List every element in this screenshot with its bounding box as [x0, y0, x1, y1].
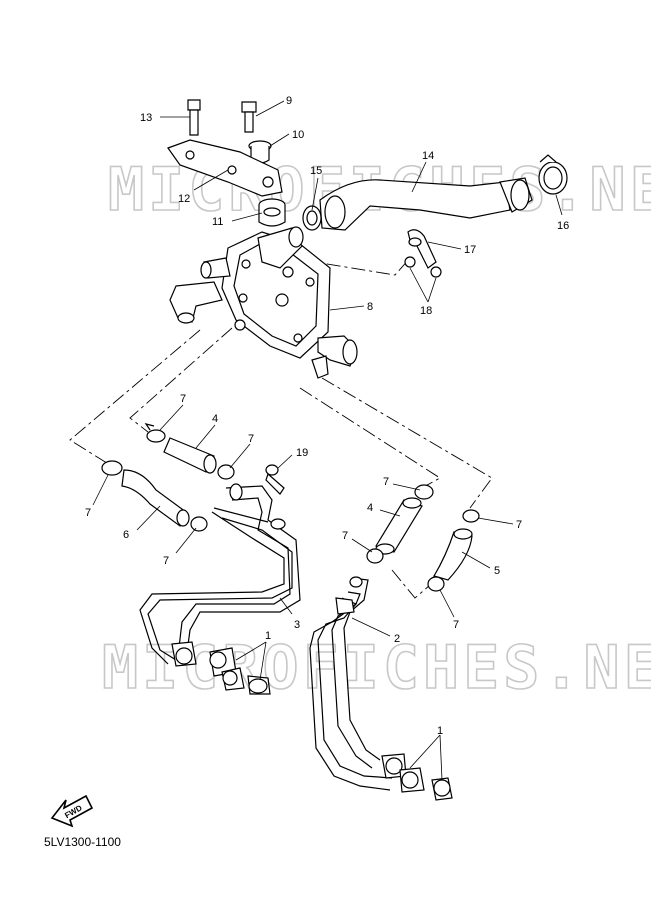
clamp-7-right-bottom	[427, 576, 445, 592]
callout-2: 2	[394, 633, 400, 645]
hose-4-right	[375, 497, 423, 555]
caps-1-right	[381, 753, 453, 801]
bolt-9	[241, 101, 257, 133]
callout-10: 10	[292, 129, 304, 141]
clamp-7-mid-left	[217, 464, 235, 480]
callout-13: 13	[140, 112, 152, 124]
callout-7f: 7	[342, 530, 348, 542]
callout-4b: 4	[367, 502, 373, 514]
callout-18: 18	[420, 305, 432, 317]
callout-8: 8	[367, 301, 373, 313]
callout-19: 19	[296, 447, 308, 459]
callout-17: 17	[464, 244, 476, 256]
callout-9: 9	[286, 95, 292, 107]
callout-16: 16	[557, 220, 569, 232]
callout-7e: 7	[383, 476, 389, 488]
callout-11: 11	[212, 216, 223, 228]
clamp-7-lower-left	[101, 460, 123, 476]
clamp-7-bottom-left	[190, 516, 208, 532]
callout-7b: 7	[248, 433, 254, 445]
hose-4-left	[163, 437, 217, 474]
clamp-7-right-mid	[366, 548, 384, 564]
reed-valve-assembly-8	[169, 226, 358, 379]
caps-1-left	[171, 641, 271, 695]
callout-7c: 7	[85, 507, 91, 519]
pipe-3	[139, 483, 301, 665]
callout-1a: 1	[265, 630, 271, 642]
grommet-11	[258, 198, 286, 227]
fwd-arrow-icon: FWD	[50, 794, 94, 828]
hose-14	[319, 177, 533, 231]
callout-15: 15	[310, 165, 322, 177]
leader-lines	[92, 100, 563, 781]
callout-7d: 7	[163, 555, 169, 567]
pipe-2	[309, 576, 393, 791]
callout-7a: 7	[180, 393, 186, 405]
clamp-7-upper-left	[144, 423, 166, 443]
bolt-13	[187, 99, 201, 136]
callout-6: 6	[123, 529, 129, 541]
callout-1b: 1	[437, 725, 443, 737]
hose-17	[407, 229, 437, 269]
callout-3: 3	[294, 619, 300, 631]
clip-18	[404, 256, 442, 278]
callout-7h: 7	[453, 619, 459, 631]
callout-14: 14	[422, 150, 434, 162]
plug-19	[265, 464, 285, 495]
clamp-7-right-top	[462, 509, 480, 523]
callout-7g: 7	[516, 519, 522, 531]
callout-5: 5	[494, 565, 500, 577]
diagram-code: 5LV1300-1100	[44, 835, 121, 849]
callout-12: 12	[178, 193, 190, 205]
callout-labels: 13 9 10 12 11 15 14 16 17 18 8 7 4 7 19 …	[85, 95, 569, 737]
hose-5	[433, 528, 473, 581]
clamp-16	[538, 154, 568, 195]
hose-6	[121, 469, 190, 527]
callout-4a: 4	[212, 413, 218, 425]
clamp-7-right-upper	[414, 484, 434, 500]
